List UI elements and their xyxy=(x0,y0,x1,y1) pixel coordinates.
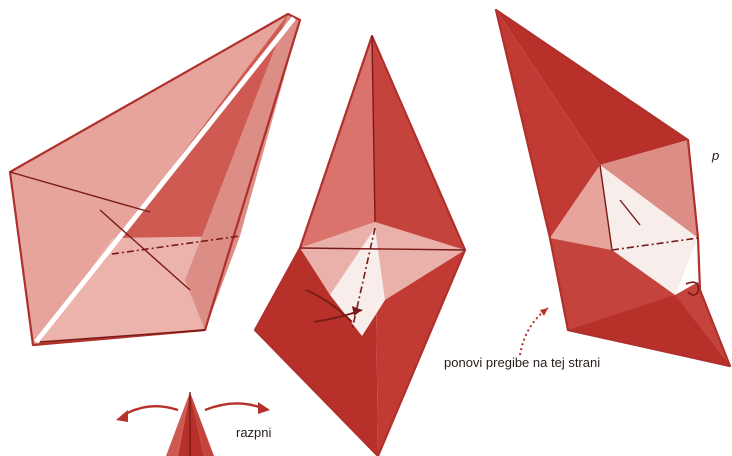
repeat-folds-label: ponovi pregibe na tej strani xyxy=(444,355,600,370)
corner-letter-label: p xyxy=(711,148,719,163)
spread-arrow-right xyxy=(205,403,262,410)
step-small-spread xyxy=(116,392,270,456)
spread-arrow-left xyxy=(122,406,178,416)
spread-label: razpni xyxy=(236,425,272,440)
step-left-kite xyxy=(10,14,300,345)
spread-arrowhead-left xyxy=(116,410,128,422)
spread-arrowhead-right xyxy=(258,402,270,414)
step-right-shape xyxy=(496,10,730,366)
step-middle-diamond xyxy=(255,36,465,456)
